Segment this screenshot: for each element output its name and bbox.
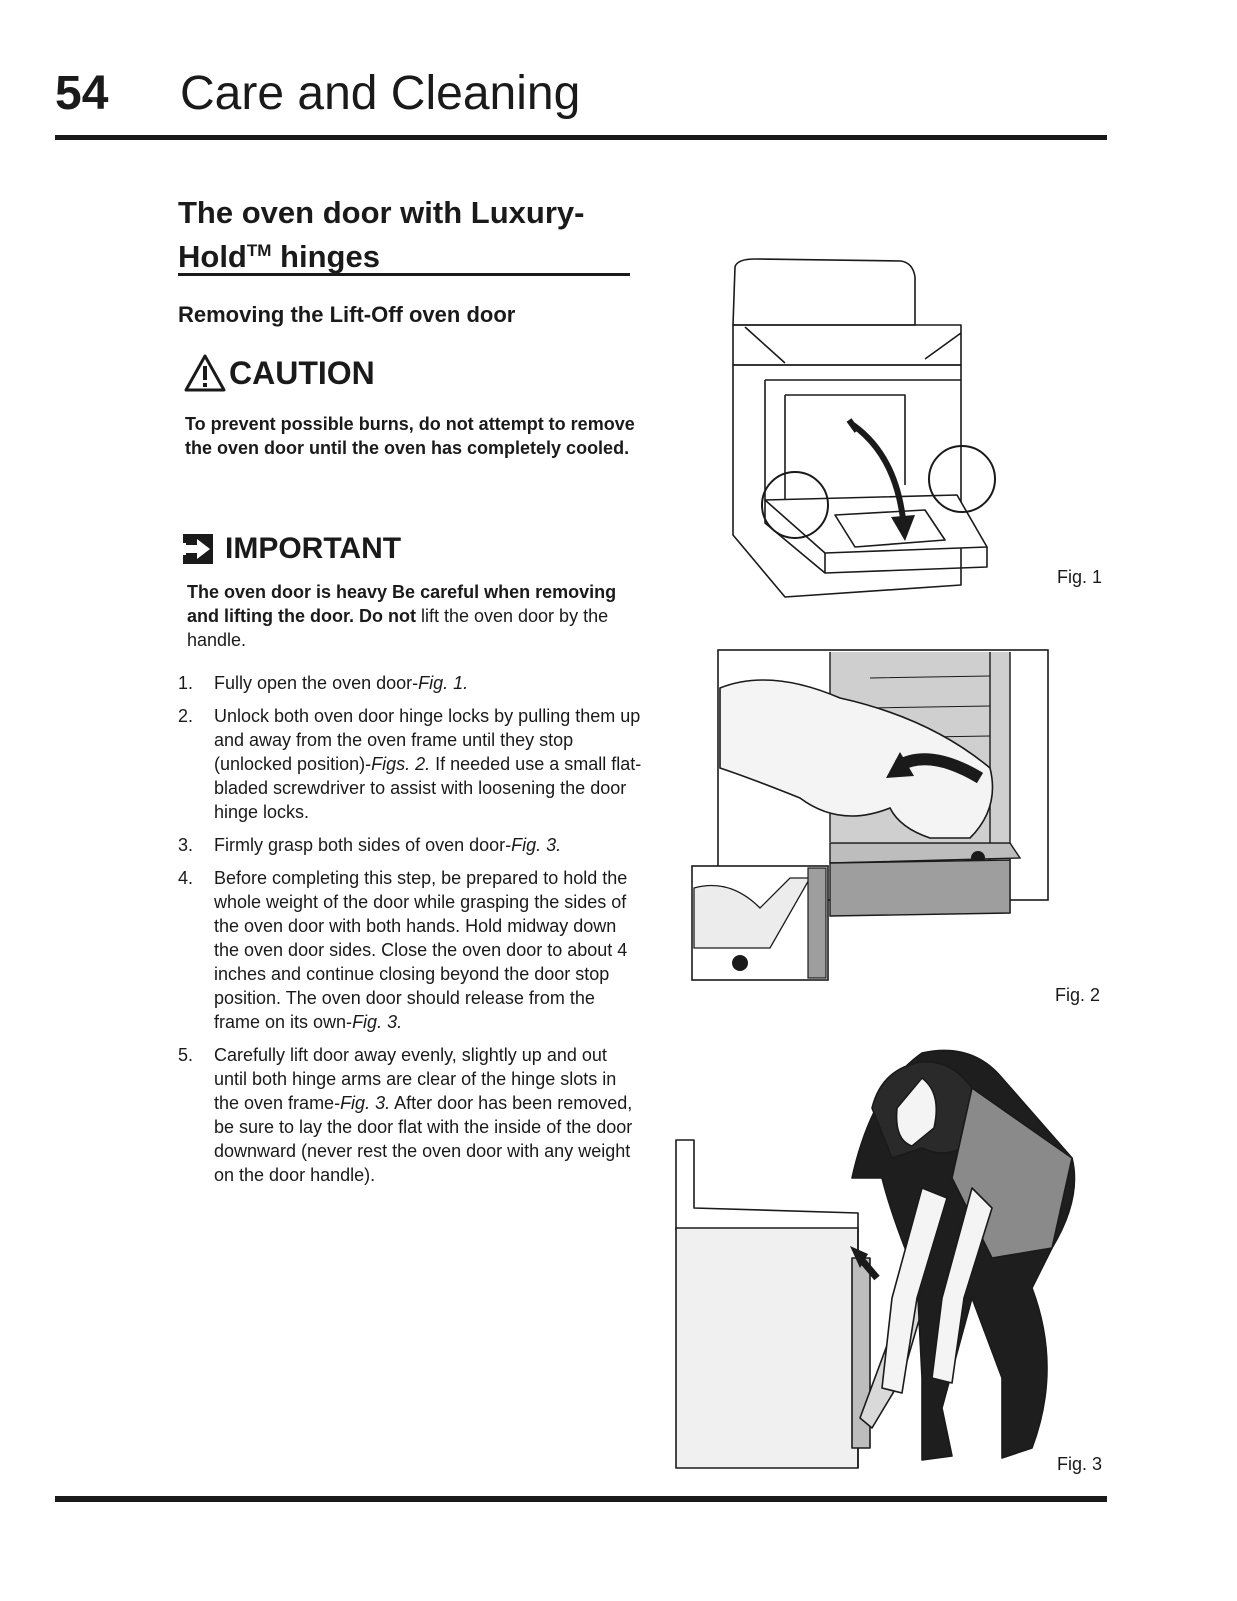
header-divider: [55, 135, 1107, 140]
footer-divider: [55, 1496, 1107, 1502]
list-item: 5.Carefully lift door away evenly, sligh…: [178, 1045, 633, 1185]
page-number: 54: [55, 67, 109, 120]
warning-triangle-icon: [184, 354, 226, 392]
subheading: Removing the Lift-Off oven door: [178, 302, 516, 327]
arrow-right-box-icon: [183, 534, 213, 564]
trademark-mark: TM: [246, 241, 272, 260]
page-header: 54 Care and Cleaning: [55, 62, 1105, 132]
caution-heading: CAUTION: [183, 352, 375, 394]
list-item: 2.Unlock both oven door hinge locks by p…: [178, 706, 642, 822]
fig3-label: Fig. 3: [1057, 1454, 1103, 1474]
section-title: The oven door with Luxury-HoldTM hinges: [178, 195, 585, 274]
list-item: 4.Before completing this step, be prepar…: [178, 868, 628, 1032]
fig1-oven-door-open-illustration: [732, 258, 996, 598]
caution-label: CAUTION: [229, 354, 375, 391]
important-label: IMPORTANT: [225, 532, 402, 565]
fig2-hinge-lock-illustration: [691, 649, 1049, 981]
fig2-label: Fig. 2: [1055, 985, 1101, 1005]
list-item: 3.Firmly grasp both sides of oven door-F…: [178, 835, 562, 855]
steps-list: 1.Fully open the oven door-Fig. 1. 2.Unl…: [178, 671, 643, 1196]
list-item: 1.Fully open the oven door-Fig. 1.: [178, 673, 469, 693]
important-heading: IMPORTANT: [183, 529, 401, 569]
page-title: Care and Cleaning: [180, 67, 581, 120]
fig3-lift-door-illustration: [675, 1049, 1076, 1469]
important-text: The oven door is heavy Be careful when r…: [187, 582, 617, 650]
fig1-label: Fig. 1: [1057, 567, 1103, 587]
caution-text: To prevent possible burns, do not attemp…: [185, 414, 635, 458]
section-divider: [178, 273, 630, 276]
